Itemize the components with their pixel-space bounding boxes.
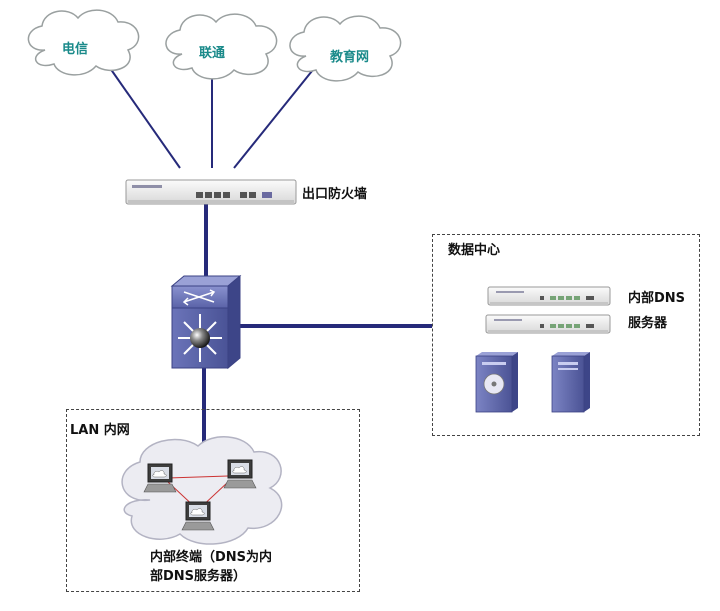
- isp-label-unicom: 联通: [199, 46, 226, 61]
- datacenter-zone: [432, 234, 700, 436]
- isp-cloud-telecom: [27, 9, 140, 76]
- datacenter-title: 数据中心: [448, 243, 501, 258]
- firewall-device: [125, 179, 297, 205]
- terminal-label-line1: 内部终端（DNS为内: [150, 550, 273, 565]
- isp-cloud-unicom: [165, 13, 278, 80]
- isp-cloud-edu: [289, 15, 402, 82]
- dns-server-label-line1: 内部DNS: [628, 291, 686, 306]
- lan-terminal-bottom: [181, 501, 215, 531]
- core-switch: [170, 274, 242, 370]
- link-telecom-firewall: [109, 67, 181, 169]
- wan-links: [109, 65, 317, 169]
- terminal-label-line2: 部DNS服务器）: [150, 569, 247, 584]
- dns-server-1: [487, 286, 611, 306]
- dns-server-label-line2: 服务器: [628, 316, 668, 331]
- tower-server-plain: [551, 352, 590, 413]
- lan-title: LAN 内网: [70, 423, 130, 438]
- isp-label-telecom: 电信: [62, 42, 89, 57]
- dns-server-2: [485, 314, 611, 334]
- link-edu-firewall: [233, 65, 317, 169]
- lan-terminal-right: [223, 459, 257, 489]
- isp-label-edu: 教育网: [330, 50, 370, 65]
- lan-zone: [66, 409, 360, 592]
- tower-server-cd: [475, 352, 518, 413]
- core-links: [202, 200, 432, 446]
- firewall-label: 出口防火墙: [302, 187, 368, 202]
- lan-terminal-left: [143, 463, 177, 493]
